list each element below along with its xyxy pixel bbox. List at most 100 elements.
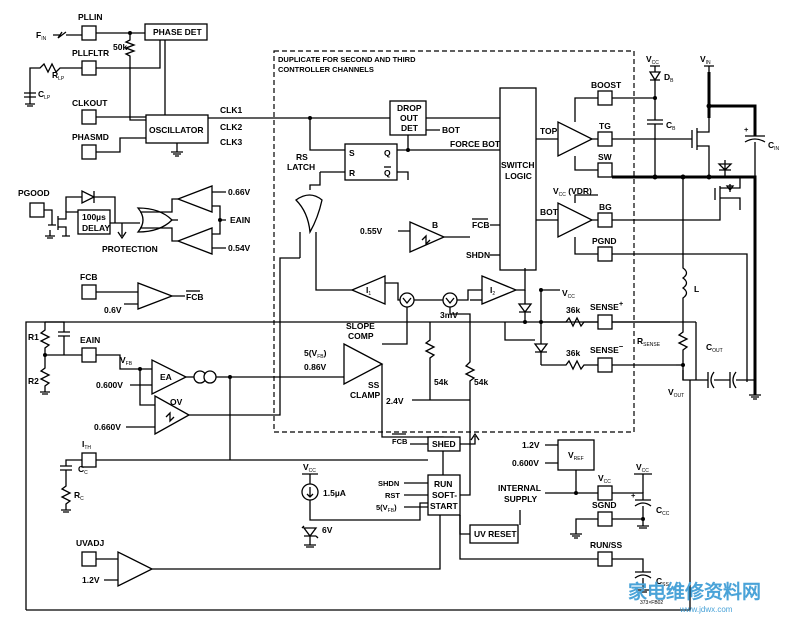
uv-reset-label: UV RESET [474, 529, 517, 539]
v066-label: 0.66V [228, 187, 251, 197]
boost-label: BOOST [591, 80, 622, 90]
pgood-label: PGOOD [18, 188, 50, 198]
v06-label: 0.6V [104, 305, 122, 315]
vin-label: VIN [700, 54, 711, 66]
rsense-label: RSENSE [637, 336, 661, 348]
ov-label: OV [170, 397, 183, 407]
ea-amp [151, 358, 188, 396]
i2-label: I2 [490, 285, 495, 297]
oscillator-label: OSCILLATOR [149, 125, 203, 135]
ith-label: ITH [82, 439, 91, 451]
latch-r: R [349, 168, 355, 178]
phase-det-label: PHASE DET [153, 27, 202, 37]
or-gate-2 [294, 194, 323, 235]
phasmd-pin [81, 144, 97, 160]
comp-b-label: B [432, 220, 438, 230]
adder-2 [442, 292, 458, 308]
inductor [681, 177, 688, 322]
v0660-label: 0.660V [94, 422, 121, 432]
v24-label: 2.4V [386, 396, 404, 406]
rs-latch-label-1: RS [296, 152, 308, 162]
comp-b [409, 221, 446, 253]
eain-label: EAIN [80, 335, 100, 345]
v0600-label: 0.600V [96, 380, 123, 390]
figure-id: 373×FB02 [640, 600, 663, 606]
switch-logic-label-1: SWITCH [501, 160, 535, 170]
protection-label: PROTECTION [102, 244, 158, 254]
v055-label: 0.55V [360, 226, 383, 236]
fcb-label: FCB [80, 272, 97, 282]
fin-label: FIN [36, 30, 47, 42]
delay-label-2: DELAY [82, 223, 110, 233]
sw-node [612, 175, 757, 395]
vout-label: VOUT [668, 387, 684, 399]
or-gate [136, 207, 173, 233]
cb-label: CB [666, 120, 676, 132]
fcb-bar-label: FCB [472, 220, 489, 230]
r36k-lower-label: 36k [566, 348, 580, 358]
v054-label: 0.54V [228, 243, 251, 253]
internal-supply-line-1: INTERNAL [498, 483, 541, 493]
vcc-inner-label: VCC [562, 288, 575, 300]
r36k-upper [541, 316, 598, 328]
bot1-label: BOT [442, 125, 461, 135]
ccc-label: CCC [656, 505, 670, 517]
r2-resistor [39, 355, 51, 395]
sw-pin [597, 162, 613, 178]
r54k-1-label: 54k [434, 377, 448, 387]
cc-label: CC [78, 464, 88, 476]
svg-text:+: + [631, 491, 636, 500]
v12a-label: 1.2V [522, 440, 540, 450]
delay-label-1: 100µs [82, 212, 106, 222]
rs-latch-label-2: LATCH [287, 162, 315, 172]
phasmd-label: PHASMD [72, 132, 109, 142]
vfb5-label: 5(VFB) [304, 348, 327, 360]
dropout-line-3: DET [401, 123, 419, 133]
bg-pin [597, 212, 613, 228]
i1-label: I1 [366, 285, 371, 297]
v12b-label: 1.2V [82, 575, 100, 585]
vcc-right2-label: VCC [636, 462, 649, 474]
vfb-label: VFB [120, 355, 133, 367]
svg-text:+: + [744, 125, 749, 134]
fcb-comparator [137, 282, 174, 310]
pgnd-label: PGND [592, 236, 617, 246]
run-ss-line-1: RUN [434, 479, 452, 489]
rst-label: RST [385, 491, 400, 500]
v3m-label: 3mV [440, 310, 458, 320]
bot2-label: BOT [540, 207, 559, 217]
duplicate-region [273, 50, 635, 433]
phase-det-block [144, 23, 208, 41]
latch-q: Q [384, 148, 391, 158]
run-ss-pin-label: RUN/SS [590, 540, 622, 550]
pllin-pin [81, 25, 97, 41]
clk1-label: CLK1 [220, 105, 242, 115]
sgnd-pin [597, 511, 613, 527]
rs-latch-block [344, 143, 398, 181]
fcb-pin [81, 284, 97, 300]
boost-pin [597, 90, 613, 106]
rc-label: RC [74, 490, 84, 502]
top-mosfet [612, 118, 710, 177]
bot-driver [557, 201, 594, 239]
sense-plus-label: SENSE+ [590, 299, 624, 312]
pllfltr-pin [81, 60, 97, 76]
delay-diode [65, 189, 116, 223]
tg-label: TG [599, 121, 611, 131]
sense-plus-pin [597, 314, 613, 330]
eain-pin [81, 347, 97, 363]
duplicate-label-line1: DUPLICATE FOR SECOND AND THIRD [278, 55, 416, 64]
cout-label: COUT [706, 342, 723, 354]
v6-label: 6V [322, 525, 333, 535]
clk3-label: CLK3 [220, 137, 242, 147]
ss-label-2: CLAMP [350, 390, 381, 400]
oscillator-block [145, 114, 209, 144]
run-ss-pin [597, 551, 613, 567]
vfb5b-label: 5(VFB) [376, 503, 397, 514]
v0600b-label: 0.600V [512, 458, 539, 468]
css-label: CSS [656, 576, 669, 588]
sgnd-label: SGND [592, 500, 617, 510]
tg-pin [597, 131, 613, 147]
vout-feedback [25, 321, 696, 610]
run-ss-line-3: START [430, 501, 459, 511]
